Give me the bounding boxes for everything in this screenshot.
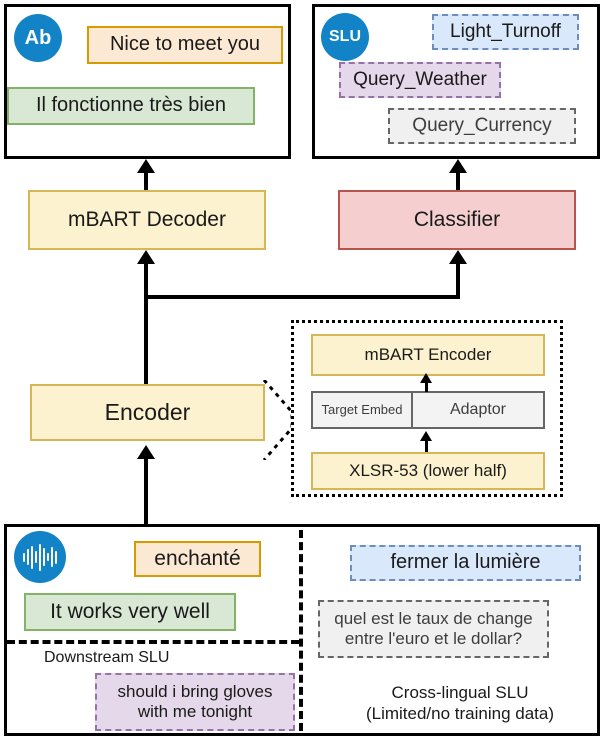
input-chip-should-i-bring-gloves: should i bring gloves with me tonight	[95, 673, 295, 731]
detail-adaptor-label: Adaptor	[449, 400, 507, 418]
intent-chip-query-weather-label: Query_Weather	[353, 68, 487, 90]
detail-xlsr-label: XLSR-53 (lower half)	[349, 460, 507, 480]
output-text-chip-2: Il fonctionne très bien	[7, 87, 255, 125]
output-text-chip-1: Nice to meet you	[87, 26, 283, 64]
module-mbart-decoder-label: mBART Decoder	[68, 207, 226, 231]
input-chip-quel-est-le-taux: quel est le taux de change entre l'euro …	[318, 600, 549, 658]
input-chip-fermer-la-lumiere: fermer la lumière	[350, 545, 581, 581]
module-classifier: Classifier	[338, 190, 576, 250]
detail-target-embed: Target Embed	[311, 391, 413, 429]
arrow-input-to-encoder-line	[144, 458, 148, 526]
module-mbart-decoder: mBART Decoder	[28, 190, 266, 250]
divider-downstream-crosslingual	[299, 530, 303, 731]
detail-mbart-encoder-label: mBART Encoder	[364, 344, 492, 364]
arrow-decoder-to-text-head	[137, 159, 155, 173]
intent-chip-light-turnoff: Light_Turnoff	[432, 14, 579, 50]
input-chip-should-i-bring-gloves-label: should i bring gloves with me tonight	[117, 681, 273, 721]
intent-chip-query-currency: Query_Currency	[388, 108, 576, 144]
input-chip-it-works-very-well: It works very well	[24, 593, 236, 631]
intent-chip-query-currency-label: Query_Currency	[412, 114, 552, 136]
input-chip-it-works-very-well-label: It works very well	[50, 599, 210, 623]
output-text-chip-1-label: Nice to meet you	[109, 33, 261, 56]
input-chip-fermer-la-lumiere-label: fermer la lumière	[390, 551, 541, 574]
detail-mbart-encoder: mBART Encoder	[311, 334, 545, 376]
output-text-chip-2-label: Il fonctionne très bien	[35, 94, 227, 117]
encoder-trunk-line	[144, 263, 148, 385]
waveform-bars	[23, 531, 57, 583]
encoder-branch-horizontal	[144, 295, 460, 299]
encoder-detail-leader	[262, 380, 294, 460]
detail-arrow-xlsr-to-adaptor-head	[420, 431, 432, 441]
cross-lingual-slu-caption: Cross-lingual SLU (Limited/no training d…	[365, 683, 555, 724]
module-classifier-label: Classifier	[413, 207, 501, 231]
detail-arrow-xlsr-to-adaptor-line	[425, 441, 428, 452]
arrow-into-decoder-head	[137, 250, 155, 264]
input-chip-enchante-label: enchanté	[154, 546, 241, 570]
detail-xlsr: XLSR-53 (lower half)	[311, 452, 545, 490]
detail-target-embed-label: Target Embed	[321, 402, 403, 418]
input-chip-enchante: enchanté	[134, 541, 261, 577]
arrow-classifier-to-intent-line	[456, 172, 460, 192]
slu-badge-label: SLU	[329, 28, 361, 45]
input-chip-quel-est-le-taux-label: quel est le taux de change entre l'euro …	[334, 608, 533, 648]
divider-downstream-section	[7, 640, 299, 644]
arrow-classifier-to-intent-head	[449, 159, 467, 173]
detail-arrow-adaptor-to-encoder-line	[425, 382, 428, 392]
arrow-input-to-encoder-head	[137, 445, 155, 459]
slu-badge: SLU	[321, 13, 369, 61]
ab-badge: Ab	[14, 14, 62, 62]
intent-chip-light-turnoff-label: Light_Turnoff	[450, 20, 561, 42]
ab-badge-label: Ab	[24, 26, 52, 49]
encoder-branch-to-classifier-line	[456, 263, 460, 297]
detail-adaptor: Adaptor	[411, 391, 545, 429]
arrow-into-classifier-head	[449, 250, 467, 264]
audio-waveform-icon	[14, 531, 66, 583]
module-encoder: Encoder	[30, 384, 265, 441]
arrow-decoder-to-text-line	[144, 172, 148, 192]
intent-chip-query-weather: Query_Weather	[339, 62, 501, 98]
downstream-slu-label: Downstream SLU	[44, 649, 170, 666]
detail-arrow-adaptor-to-encoder-head	[420, 373, 432, 383]
module-encoder-label: Encoder	[104, 398, 191, 425]
